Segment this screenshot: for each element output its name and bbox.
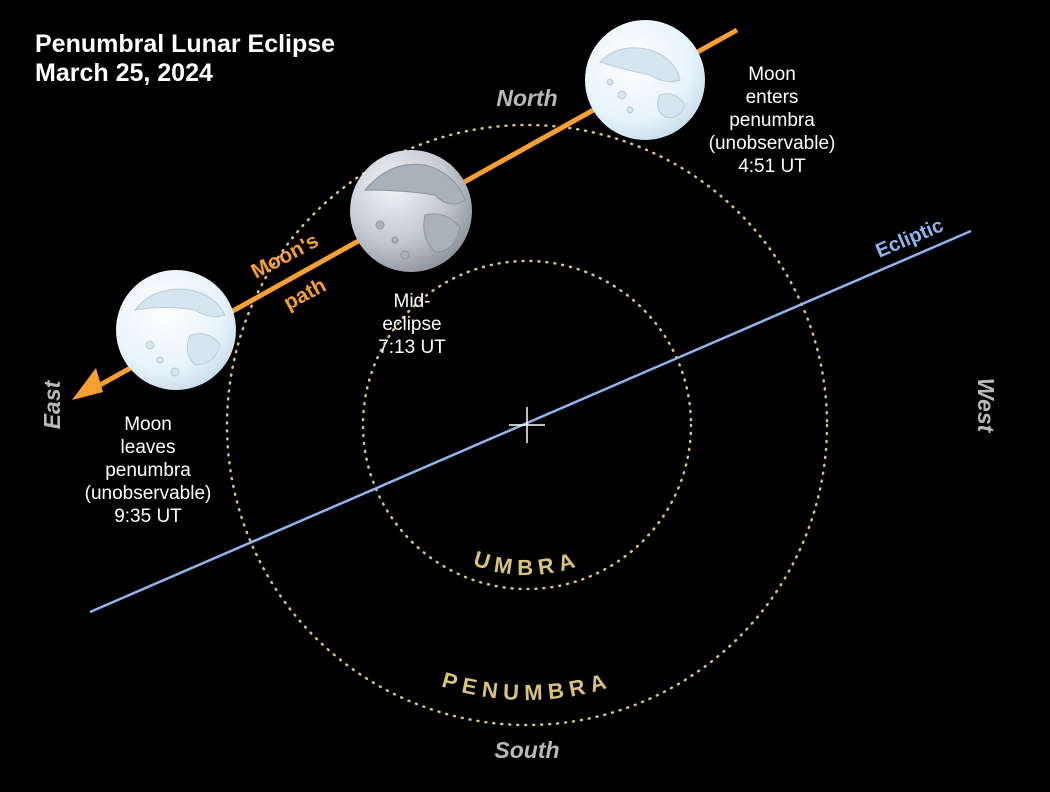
mid-time: 7:13 UT: [378, 337, 446, 358]
direction-east: East: [39, 379, 65, 429]
moon-path-arrow-icon: [72, 368, 103, 400]
leaves-line: (unobservable): [85, 483, 212, 504]
moon-enters: [585, 20, 705, 140]
title-line-1: Penumbral Lunar Eclipse: [35, 30, 335, 58]
moon-path-label-1: Moon's: [247, 229, 322, 283]
enters-time: 4:51 UT: [738, 156, 806, 177]
title-line-2: March 25, 2024: [35, 59, 213, 87]
mid-line: Mid-: [394, 291, 431, 312]
leaves-line: leaves: [121, 437, 176, 458]
leaves-line: Moon: [124, 414, 172, 435]
label-mid-eclipse: Mid- eclipse 7:13 UT: [378, 291, 446, 358]
umbra-label: UMBRA: [471, 546, 583, 580]
direction-north: North: [496, 85, 557, 111]
enters-line: (unobservable): [709, 133, 836, 154]
enters-line: enters: [746, 87, 799, 108]
mid-line: eclipse: [382, 314, 441, 335]
leaves-line: penumbra: [105, 460, 191, 481]
moon-mid-eclipse: [350, 150, 472, 272]
umbra-circle: [361, 259, 693, 591]
shadow-center-cross-icon: [509, 407, 545, 443]
penumbra-label: PENUMBRA: [439, 667, 614, 705]
direction-south: South: [494, 737, 559, 763]
direction-west: West: [973, 378, 999, 434]
moon-leaves: [116, 270, 236, 390]
ecliptic-label: Ecliptic: [873, 214, 947, 262]
label-moon-leaves: Moon leaves penumbra (unobservable) 9:35…: [85, 414, 212, 527]
penumbra-circle: [225, 123, 829, 727]
enters-line: penumbra: [729, 110, 815, 131]
leaves-time: 9:35 UT: [114, 506, 182, 527]
enters-line: Moon: [748, 64, 796, 85]
label-moon-enters: Moon enters penumbra (unobservable) 4:51…: [709, 64, 836, 177]
ecliptic-line: [89, 229, 972, 614]
